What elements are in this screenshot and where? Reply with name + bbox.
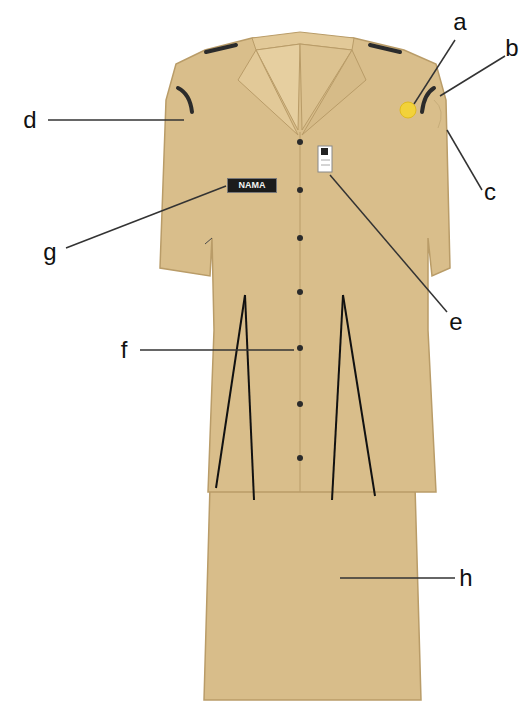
callout-letter: h	[459, 566, 472, 590]
epaulettes	[206, 45, 400, 52]
callout-letter: b	[505, 36, 518, 60]
callout-letter: e	[449, 310, 462, 334]
id-card	[318, 146, 332, 172]
shirt	[160, 32, 450, 492]
callout-letter: g	[43, 240, 56, 264]
name-tag: NAMA	[227, 178, 277, 193]
callout-letter: a	[453, 10, 466, 34]
callout-letter: d	[23, 108, 36, 132]
darts	[216, 295, 375, 500]
name-tag-text: NAMA	[239, 181, 266, 190]
pin-badge	[400, 102, 416, 118]
shoulder-badges	[178, 88, 441, 128]
leader-lines	[48, 40, 505, 578]
callout-letter: c	[484, 180, 496, 204]
skirt	[204, 486, 421, 700]
buttons	[297, 139, 303, 461]
callout-letter: f	[121, 338, 128, 362]
